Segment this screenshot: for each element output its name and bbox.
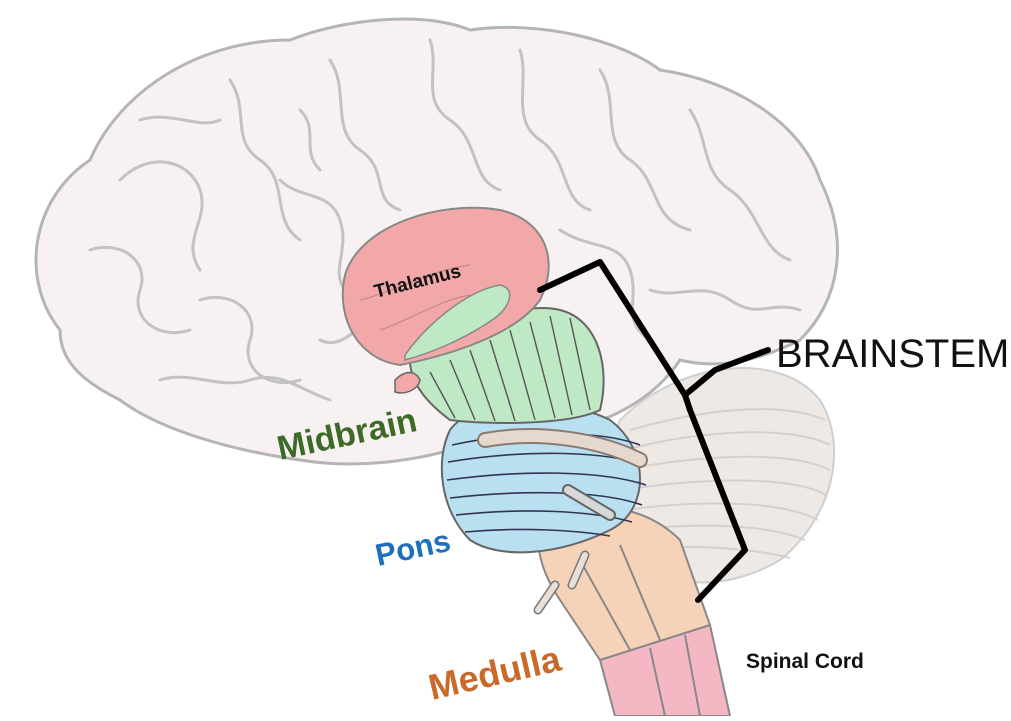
label-brainstem: BRAINSTEM [776, 332, 1009, 376]
label-medulla: Medulla [425, 637, 566, 707]
label-pons: Pons [372, 523, 453, 573]
label-spinal-cord: Spinal Cord [746, 650, 864, 673]
